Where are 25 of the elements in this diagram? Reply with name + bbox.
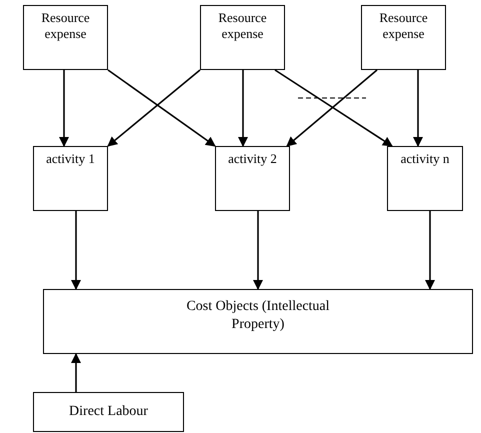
arrow (413, 70, 423, 147)
process-box (387, 146, 463, 211)
process-box (33, 146, 108, 211)
arrow (71, 211, 81, 290)
process-box (361, 5, 446, 70)
arrow (59, 70, 69, 147)
box-label: Cost Objects (Intellectual Property) (185, 298, 331, 333)
box-label: activity n (400, 151, 450, 168)
box-label: Resource expense (40, 10, 91, 42)
arrow (238, 70, 248, 147)
process-box (23, 5, 108, 70)
arrow (253, 211, 263, 290)
arrow (425, 211, 435, 290)
process-box (33, 392, 184, 432)
box-label: Direct Labour (69, 403, 148, 421)
process-box (215, 146, 290, 211)
arrow (71, 353, 81, 392)
box-label: activity 1 (46, 151, 95, 168)
process-box (200, 5, 285, 70)
box-label: Resource expense (378, 10, 429, 42)
arrow (274, 69, 393, 147)
arrow (286, 69, 378, 147)
box-label: Resource expense (217, 10, 268, 42)
box-label: activity 2 (228, 151, 277, 168)
process-box (43, 289, 473, 354)
